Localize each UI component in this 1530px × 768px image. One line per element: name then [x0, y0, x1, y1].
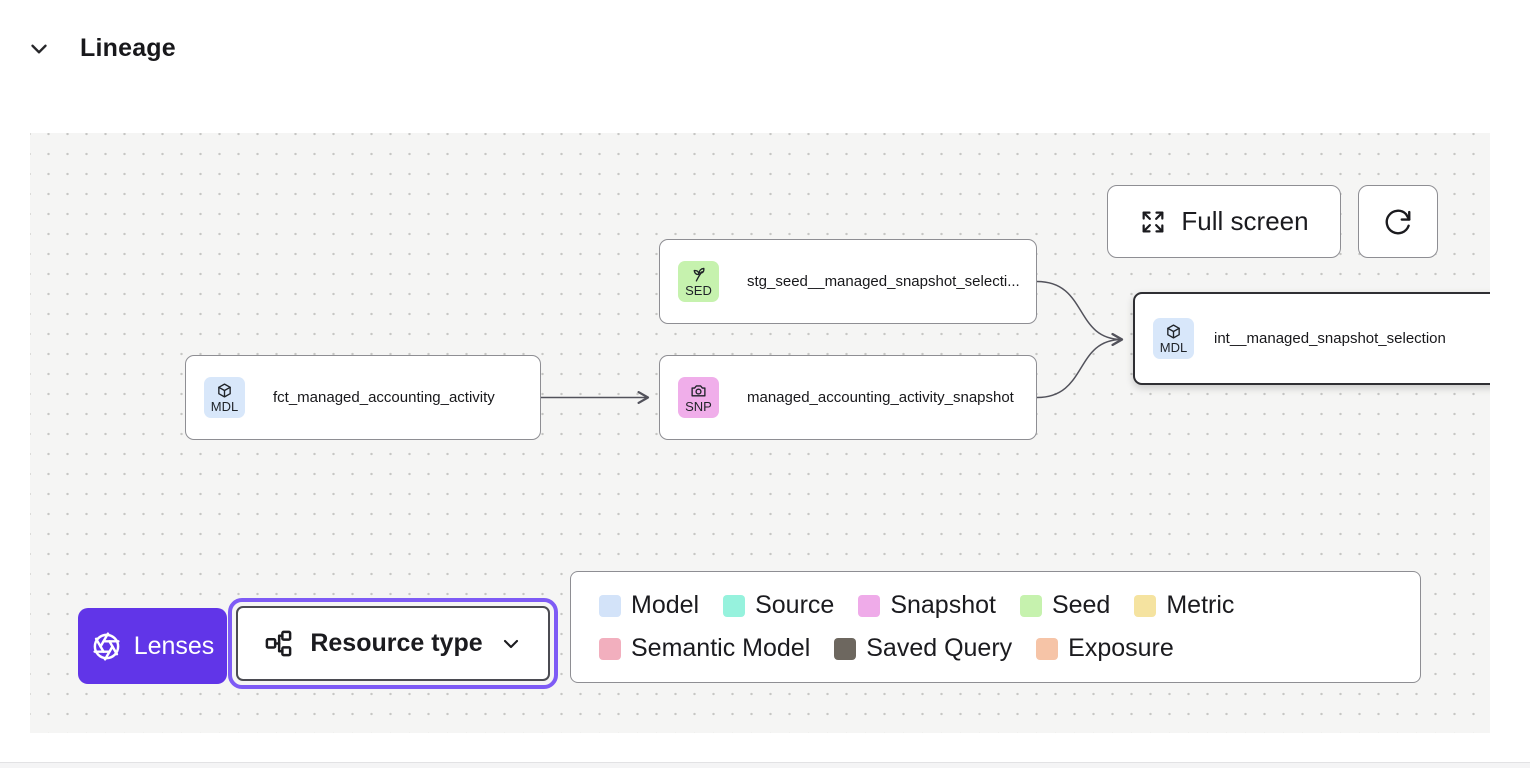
- legend-label: Snapshot: [890, 591, 996, 619]
- legend-label: Saved Query: [866, 634, 1013, 662]
- fullscreen-button[interactable]: Full screen: [1107, 185, 1341, 258]
- legend-swatch-model: [599, 594, 621, 617]
- legend-swatch-seed: [1019, 594, 1042, 617]
- node-label: int__managed_snapshot_selection: [1214, 330, 1446, 347]
- legend-item: Semantic Model: [599, 634, 810, 663]
- resource-type-label: Resource type: [310, 629, 483, 657]
- section-divider: [0, 762, 1530, 768]
- legend-label: Metric: [1166, 591, 1235, 619]
- resource-type-dropdown[interactable]: Resource type: [236, 606, 550, 681]
- lineage-header: Lineage: [26, 34, 176, 63]
- legend-item: Saved Query: [834, 634, 1012, 663]
- chevron-down-icon: [503, 639, 518, 648]
- legend-swatch-saved-query: [834, 637, 857, 660]
- resource-type-focus-ring: Resource type: [228, 598, 558, 689]
- seedling-icon: [693, 267, 705, 282]
- hierarchy-icon: [265, 630, 292, 657]
- refresh-button[interactable]: [1358, 185, 1438, 258]
- legend-label: Exposure: [1068, 634, 1174, 662]
- legend-item: Metric: [1134, 591, 1234, 620]
- model-badge: MDL: [1153, 318, 1194, 359]
- refresh-icon: [1385, 209, 1411, 234]
- node-label: fct_managed_accounting_activity: [273, 389, 495, 406]
- badge-label: SNP: [685, 399, 712, 414]
- model-badge: MDL: [204, 377, 245, 418]
- lineage-node-snapshot[interactable]: SNP managed_accounting_activity_snapshot: [659, 355, 1037, 440]
- legend-item: Exposure: [1036, 634, 1174, 663]
- legend-label: Seed: [1051, 591, 1111, 619]
- seed-badge: SED: [678, 261, 719, 302]
- snapshot-badge: SNP: [678, 377, 719, 418]
- legend-swatch-metric: [1134, 594, 1157, 617]
- lenses-label: Lenses: [133, 631, 215, 660]
- resource-type-legend: Model Source Snapshot Seed Metric Semant…: [570, 571, 1421, 683]
- page-title: Lineage: [80, 34, 176, 62]
- aperture-icon: [93, 631, 120, 661]
- node-label: managed_accounting_activity_snapshot: [747, 389, 1014, 406]
- fullscreen-label: Full screen: [1181, 206, 1309, 236]
- legend-item: Model: [599, 591, 699, 620]
- legend-item: Snapshot: [858, 591, 996, 620]
- legend-item: Source: [723, 591, 834, 620]
- legend-label: Model: [631, 591, 700, 619]
- lineage-node-fct-model[interactable]: MDL fct_managed_accounting_activity: [185, 355, 541, 440]
- lineage-canvas[interactable]: Full screen SED stg_seed__managed_snapsh…: [30, 133, 1490, 733]
- legend-swatch-snapshot: [858, 594, 881, 617]
- camera-icon: [691, 385, 706, 397]
- lineage-node-int-model-selected[interactable]: MDL int__managed_snapshot_selection: [1133, 292, 1490, 385]
- node-label: stg_seed__managed_snapshot_selecti...: [747, 273, 1020, 290]
- badge-label: MDL: [210, 399, 239, 414]
- lineage-node-stg-seed[interactable]: SED stg_seed__managed_snapshot_selecti..…: [659, 239, 1037, 324]
- legend-label: Semantic Model: [631, 634, 811, 662]
- legend-item: Seed: [1019, 591, 1111, 620]
- legend-swatch-exposure: [1036, 637, 1059, 660]
- legend-swatch-source: [723, 594, 746, 617]
- badge-label: SED: [685, 283, 712, 298]
- lenses-button[interactable]: Lenses: [78, 608, 227, 684]
- cube-icon: [218, 383, 231, 398]
- badge-label: MDL: [1159, 340, 1188, 355]
- legend-swatch-semantic-model: [599, 637, 621, 660]
- chevron-down-icon[interactable]: [26, 36, 52, 62]
- cube-icon: [1167, 324, 1180, 339]
- expand-arrows-icon: [1142, 211, 1164, 232]
- legend-label: Source: [755, 591, 835, 619]
